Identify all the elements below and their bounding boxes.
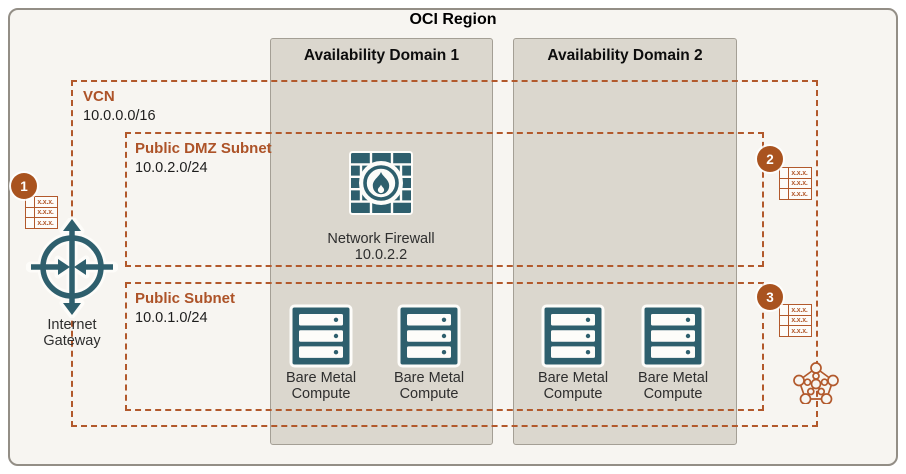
availability-domain-2-label: Availability Domain 2 [547,47,703,64]
public-subnet-cidr: 10.0.1.0/24 [135,310,208,326]
route-table-cell: x.x.x. [787,325,812,337]
network-firewall-caption: Network Firewall 10.0.2.2 [311,231,451,263]
bare-metal-compute-node [641,304,705,368]
bare-metal-compute-label: Bare Metal Compute [285,370,357,402]
route-table-cell: x.x.x. [787,188,812,200]
bare-metal-compute-node [289,304,353,368]
public-dmz-subnet-boundary [125,132,764,267]
vcn-cidr: 10.0.0.0/16 [83,108,156,124]
bare-metal-compute-label: Bare Metal Compute [393,370,465,402]
step-badge-1: 1 [11,173,37,199]
region-title: OCI Region [409,11,497,28]
public-dmz-subnet-label: Public DMZ Subnet [135,140,272,157]
public-subnet-label: Public Subnet [135,290,236,307]
availability-domain-2: Availability Domain 2 [513,38,737,445]
route-table-cell: x.x.x. [33,217,58,229]
availability-domain-1-label: Availability Domain 1 [303,47,460,64]
network-firewall-ip: 10.0.2.2 [354,247,408,263]
bare-metal-compute-label: Bare Metal Compute [537,370,609,402]
cluster-network-icon [793,362,839,404]
route-table-icon-1: x.x.x. x.x.x. x.x.x. [25,196,58,229]
bare-metal-compute-label: Bare Metal Compute [637,370,709,402]
step-badge-3: 3 [757,284,783,310]
step-badge-2: 2 [757,146,783,172]
internet-gateway-label: Internet Gateway [43,317,101,349]
vcn-label: VCN [83,88,115,105]
public-dmz-subnet-cidr: 10.0.2.0/24 [135,160,208,176]
bare-metal-compute-node [397,304,461,368]
route-table-icon-2: x.x.x. x.x.x. x.x.x. [779,167,812,200]
network-firewall-label: Network Firewall [327,231,435,247]
public-subnet-boundary [125,282,764,411]
availability-domain-1: Availability Domain 1 [270,38,493,445]
network-firewall-icon [349,151,413,215]
route-table-icon-3: x.x.x. x.x.x. x.x.x. [779,304,812,337]
internet-gateway-icon [26,218,118,318]
bare-metal-compute-node [541,304,605,368]
